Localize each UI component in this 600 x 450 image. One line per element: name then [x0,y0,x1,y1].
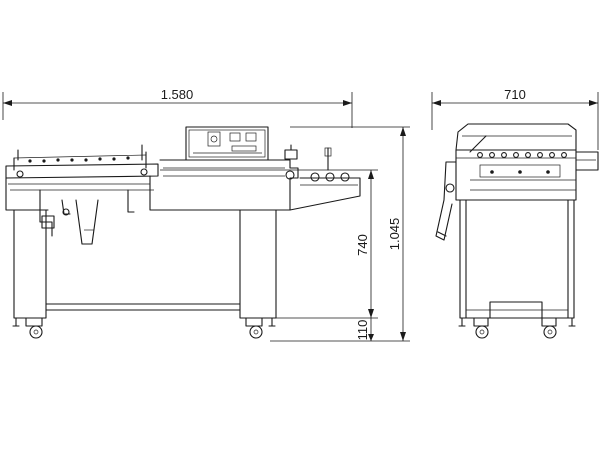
end-view-machine [435,123,599,339]
dimension-length: 1.580 [2,87,353,128]
outfeed-rollers [284,144,350,182]
end-view-roller-row [477,152,567,174]
dimension-length-label: 1.580 [161,87,194,102]
dimension-work-height-label: 740 [355,234,370,256]
side-casters [12,317,276,339]
control-panel [185,126,269,161]
dimension-width: 710 [431,87,599,150]
dimension-verticals [160,126,410,342]
sealing-body [159,159,361,211]
dimension-width-label: 710 [504,87,526,102]
film-reel-assembly [39,189,135,245]
dimension-base-height-label: 110 [355,320,370,341]
end-view-side-arm [435,161,457,241]
side-view-machine [5,126,361,339]
dimension-height-label: 1.045 [387,218,402,251]
end-casters [458,317,576,339]
infeed-roller-dots [16,156,148,178]
infeed-conveyor [5,144,161,211]
machine-legs [13,209,277,319]
